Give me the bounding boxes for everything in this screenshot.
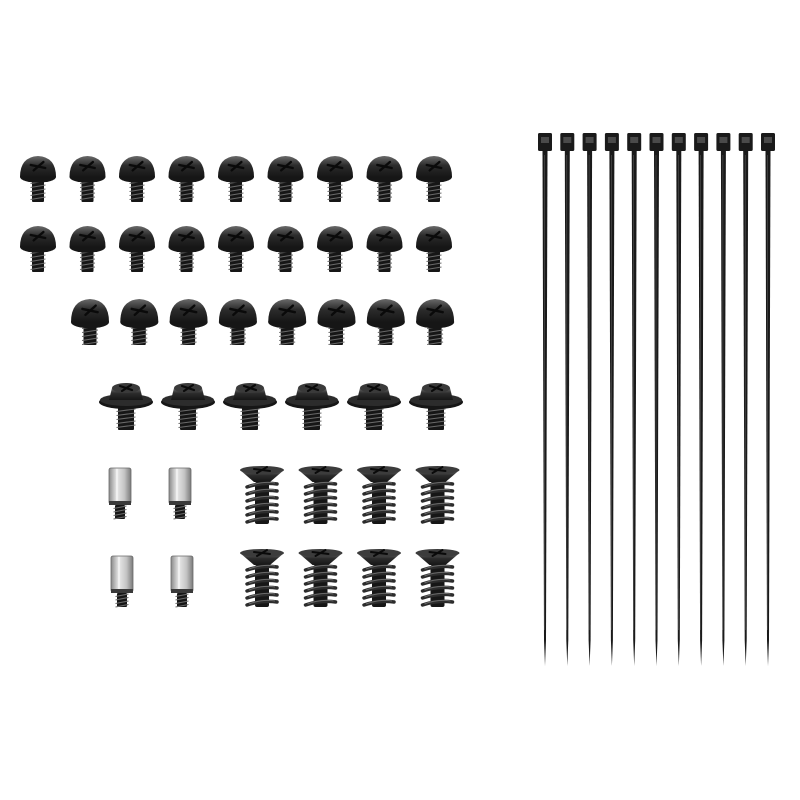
motherboard-standoff bbox=[168, 467, 192, 520]
pan-head-screw bbox=[20, 156, 56, 202]
fan-screw bbox=[415, 466, 460, 524]
pan-head-screw bbox=[267, 226, 304, 272]
hex-washer-screws-group bbox=[99, 383, 463, 430]
pan-head-screw bbox=[169, 299, 208, 346]
pan-head-screw bbox=[366, 299, 405, 346]
pan-head-screw bbox=[119, 226, 155, 272]
pan-head-screw bbox=[168, 226, 205, 272]
pan-head-screw bbox=[168, 156, 205, 202]
fan-screw bbox=[357, 466, 401, 524]
cable-ties-group bbox=[538, 133, 775, 666]
cable-tie bbox=[582, 133, 597, 666]
fan-screw bbox=[240, 466, 284, 524]
motherboard-standoff bbox=[108, 467, 132, 520]
cable-tie bbox=[716, 133, 731, 666]
fan-screws-group bbox=[240, 466, 460, 607]
pan-head-screw bbox=[69, 226, 106, 272]
motherboard-standoff bbox=[110, 555, 134, 608]
cable-tie bbox=[671, 133, 686, 666]
hex-washer-screw bbox=[409, 383, 463, 430]
pan-head-screw bbox=[317, 156, 353, 202]
pan-head-screw bbox=[416, 156, 452, 202]
cable-tie bbox=[560, 133, 575, 666]
pan-head-screw bbox=[71, 299, 109, 346]
fan-screw bbox=[357, 549, 401, 607]
hex-washer-screw bbox=[99, 383, 153, 430]
pan-head-screw bbox=[120, 299, 159, 346]
pan-head-screw bbox=[366, 156, 403, 202]
pan-head-screw bbox=[317, 226, 353, 272]
pan-head-screw bbox=[119, 156, 155, 202]
pan-head-screw bbox=[416, 226, 452, 272]
cable-tie bbox=[694, 133, 709, 666]
cable-tie bbox=[761, 133, 775, 666]
pan-head-screw bbox=[366, 226, 403, 272]
fan-screw bbox=[298, 466, 343, 524]
motherboard-standoffs-group bbox=[108, 467, 194, 608]
pan-head-screw bbox=[218, 156, 254, 202]
hex-washer-screw bbox=[223, 383, 277, 430]
hex-washer-screw bbox=[285, 383, 339, 430]
pan-head-screw bbox=[218, 299, 257, 346]
cable-tie bbox=[738, 133, 753, 666]
pan-head-screw bbox=[317, 299, 356, 346]
pan-head-screw bbox=[20, 226, 56, 272]
pan-head-screw bbox=[218, 226, 254, 272]
hex-washer-screw bbox=[347, 383, 401, 430]
pan-head-screw bbox=[69, 156, 106, 202]
hex-washer-screw bbox=[161, 383, 215, 430]
fan-screw bbox=[298, 549, 343, 607]
fan-screw bbox=[415, 549, 460, 607]
pan-head-screw bbox=[267, 156, 304, 202]
small-pan-head-screws-group bbox=[20, 156, 452, 272]
cable-tie bbox=[538, 133, 552, 666]
pan-head-screw bbox=[268, 299, 307, 346]
cable-tie bbox=[649, 133, 664, 666]
motherboard-standoff bbox=[170, 555, 194, 608]
cable-tie bbox=[604, 133, 619, 666]
cable-tie bbox=[627, 133, 642, 666]
pan-head-screws-group bbox=[71, 299, 455, 346]
fan-screw bbox=[240, 549, 284, 607]
pan-head-screw bbox=[416, 299, 455, 346]
